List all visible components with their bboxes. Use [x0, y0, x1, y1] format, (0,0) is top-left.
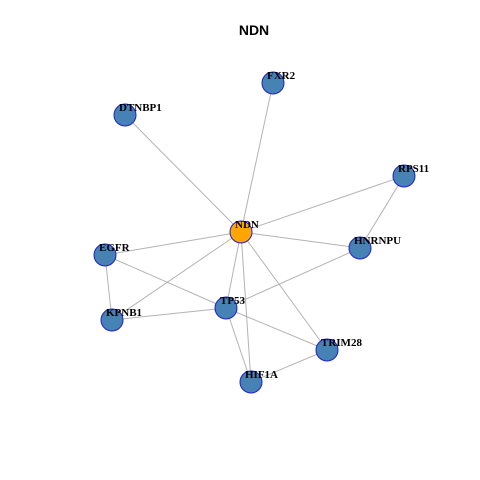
- node-tp53: TP53: [214, 295, 246, 320]
- node-circle-dtnbp1: [113, 103, 137, 127]
- node-label-tp53: TP53: [220, 295, 246, 307]
- edge-hnrnpu-tp53: [225, 247, 361, 309]
- edge-egfr-tp53: [104, 254, 227, 309]
- edge-rps11-hnrnpu: [359, 175, 405, 249]
- edge-tp53-hif1a: [225, 307, 252, 383]
- edge-tp53-trim28: [225, 307, 328, 351]
- node-fxr2: FXR2: [261, 70, 296, 95]
- node-label-hif1a: HIF1A: [245, 369, 278, 381]
- edge-ndn-fxr2: [240, 82, 274, 233]
- edge-ndn-egfr: [104, 231, 242, 256]
- node-label-hnrnpu: HNRNPU: [354, 235, 401, 247]
- node-trim28: TRIM28: [315, 337, 362, 362]
- node-ndn: NDN: [229, 219, 259, 244]
- node-label-trim28: TRIM28: [321, 337, 362, 349]
- diagram-title: NDN: [239, 22, 269, 38]
- edge-ndn-hif1a: [240, 231, 252, 383]
- node-hnrnpu: HNRNPU: [348, 235, 401, 260]
- node-label-egfr: EGFR: [99, 242, 131, 254]
- node-rps11: RPS11: [392, 163, 429, 188]
- node-hif1a: HIF1A: [239, 369, 278, 394]
- node-circle-rps11: [392, 164, 416, 188]
- edges-layer: [104, 82, 405, 383]
- node-label-rps11: RPS11: [398, 163, 429, 175]
- edge-ndn-kpnb1: [111, 231, 242, 321]
- edge-ndn-dtnbp1: [124, 114, 242, 233]
- node-egfr: EGFR: [93, 242, 131, 267]
- node-dtnbp1: DTNBP1: [113, 102, 162, 127]
- node-circle-hnrnpu: [348, 236, 372, 260]
- edge-ndn-trim28: [240, 231, 328, 351]
- edge-tp53-kpnb1: [111, 307, 227, 321]
- node-circle-hif1a: [239, 370, 263, 394]
- node-label-kpnb1: KPNB1: [106, 307, 142, 319]
- node-circle-egfr: [93, 243, 117, 267]
- node-circle-fxr2: [261, 71, 285, 95]
- node-label-ndn: NDN: [235, 219, 259, 231]
- node-circle-ndn: [229, 220, 253, 244]
- edge-trim28-hif1a: [250, 349, 328, 383]
- node-label-dtnbp1: DTNBP1: [119, 102, 162, 114]
- node-label-fxr2: FXR2: [267, 70, 296, 82]
- edge-ndn-tp53: [225, 231, 242, 309]
- edge-ndn-hnrnpu: [240, 231, 361, 249]
- edge-ndn-rps11: [240, 175, 405, 233]
- node-circle-trim28: [315, 338, 339, 362]
- node-circle-tp53: [214, 296, 238, 320]
- node-kpnb1: KPNB1: [100, 307, 142, 332]
- node-circle-kpnb1: [100, 308, 124, 332]
